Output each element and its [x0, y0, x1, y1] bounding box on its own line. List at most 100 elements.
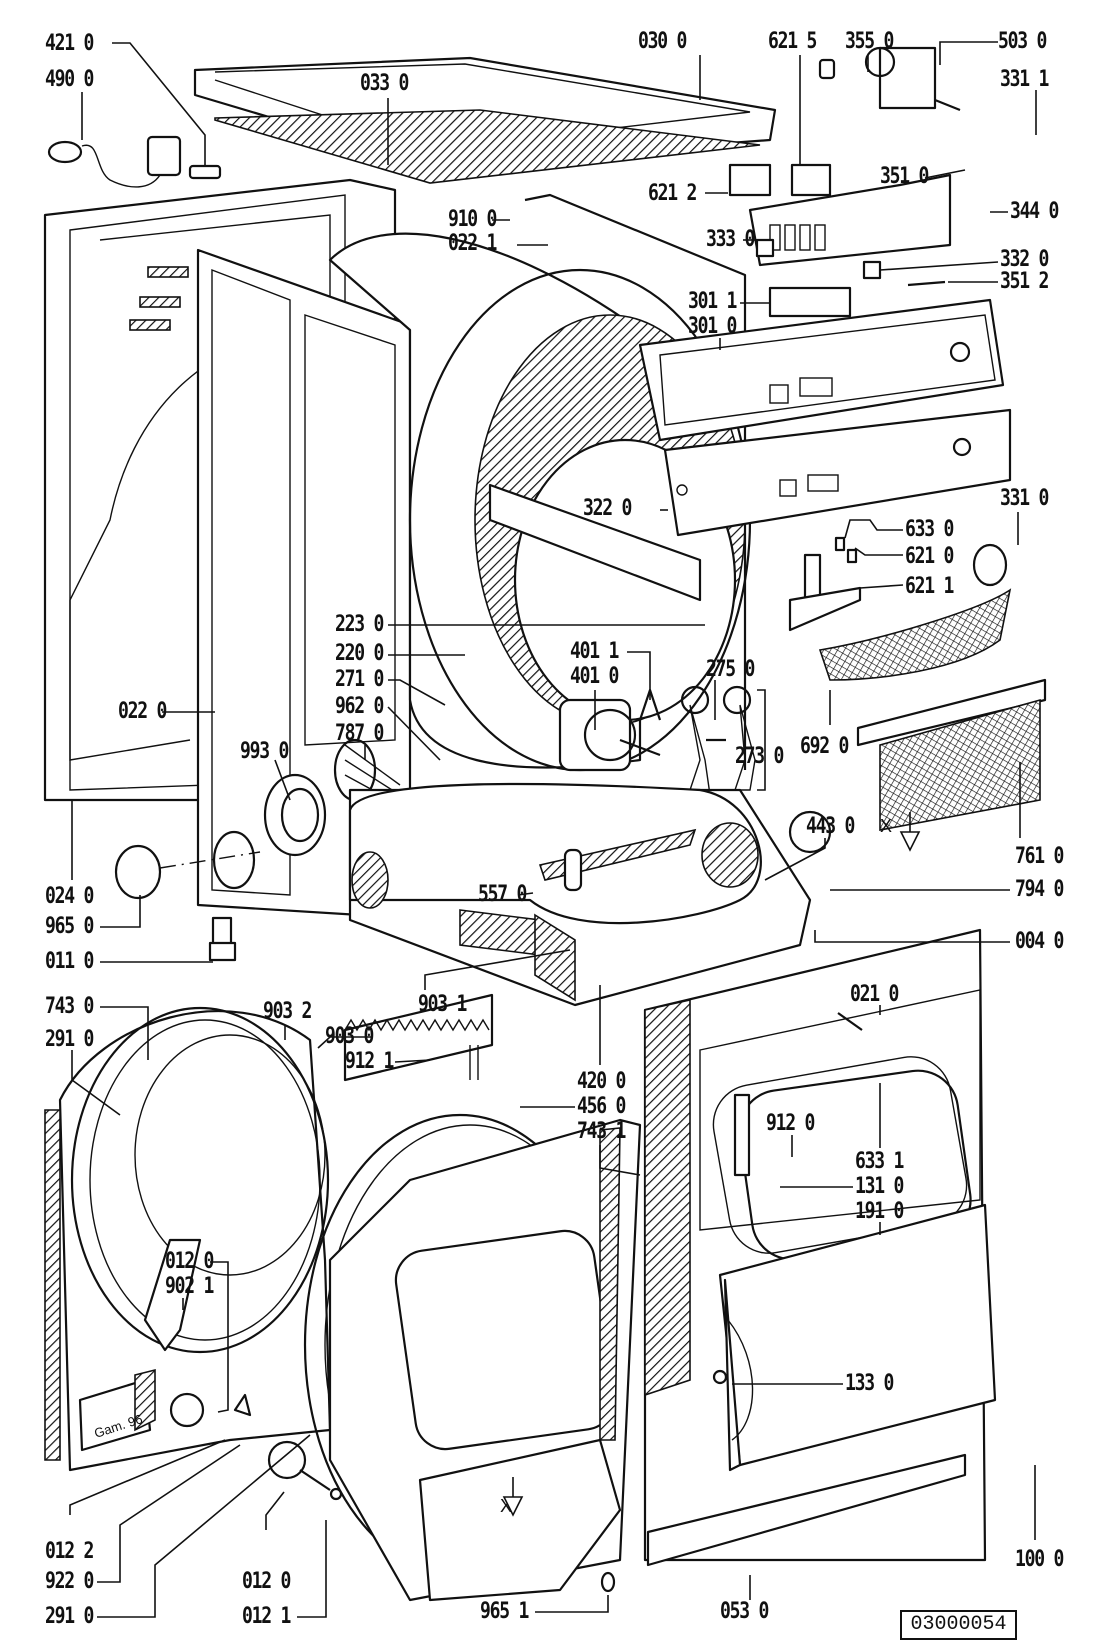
part-label-351-0: 351 0	[880, 164, 929, 189]
leader-line-965-0	[100, 895, 141, 928]
leader-line-012-0-a	[210, 1261, 229, 1413]
control-components	[728, 46, 961, 318]
part-label-291-0-b: 291 0	[45, 1604, 94, 1629]
hose-connector	[114, 773, 327, 962]
part-label-903-1: 903 1	[418, 992, 467, 1017]
part-label-355-0: 355 0	[845, 29, 894, 54]
part-label-100-0: 100 0	[1015, 1547, 1064, 1572]
part-label-902-1: 902 1	[165, 1274, 214, 1299]
leader-line-351-0	[924, 169, 966, 179]
part-label-012-0-a: 012 0	[165, 1249, 214, 1274]
part-label-420-0: 420 0	[577, 1069, 626, 1094]
leader-line-962-0	[387, 706, 441, 761]
part-label-012-1: 012 1	[242, 1604, 291, 1629]
part-label-787-0: 787 0	[335, 721, 384, 746]
part-label-962-0: 962 0	[335, 694, 384, 719]
rear-bearing-plate	[44, 1006, 332, 1472]
part-label-903-0: 903 0	[325, 1024, 374, 1049]
part-label-322-0: 322 0	[583, 496, 632, 521]
part-label-131-0: 131 0	[855, 1174, 904, 1199]
part-label-621-5: 621 5	[768, 29, 817, 54]
part-label-021-0: 021 0	[850, 982, 899, 1007]
part-label-965-1: 965 1	[480, 1599, 529, 1624]
part-label-912-1: 912 1	[345, 1049, 394, 1074]
top-cover	[193, 56, 777, 184]
direction-arrow-bearing-icon	[502, 1477, 524, 1517]
heater	[343, 993, 494, 1082]
part-label-273-0: 273 0	[735, 744, 784, 769]
part-label-012-2: 012 2	[45, 1539, 94, 1564]
part-label-401-1: 401 1	[570, 639, 619, 664]
front-bearing-plate	[267, 1113, 642, 1602]
leader-line-271-0	[388, 679, 446, 706]
drawing-reference-number: 03000054	[900, 1610, 1017, 1640]
part-label-633-1: 633 1	[855, 1149, 904, 1174]
part-label-133-0: 133 0	[845, 1371, 894, 1396]
part-label-301-0: 301 0	[688, 314, 737, 339]
leader-line-332-0	[879, 261, 999, 271]
leader-line-401-1	[627, 651, 651, 700]
part-label-912-0: 912 0	[766, 1111, 815, 1136]
part-label-743-0: 743 0	[45, 994, 94, 1019]
part-label-004-0: 004 0	[1015, 929, 1064, 954]
part-label-421-0: 421 0	[45, 31, 94, 56]
door-switch	[788, 536, 1008, 632]
part-label-633-0: 633 0	[905, 517, 954, 542]
part-label-692-0: 692 0	[800, 734, 849, 759]
leader-line-012-2	[69, 1439, 226, 1515]
leader-line-993-0	[274, 759, 291, 801]
part-label-011-0: 011 0	[45, 949, 94, 974]
leader-line-557-0	[517, 892, 534, 896]
leader-line-012-0-b	[265, 1491, 285, 1530]
leader-line-903-1	[424, 949, 571, 990]
part-label-993-0: 993 0	[240, 739, 289, 764]
part-label-271-0: 271 0	[335, 667, 384, 692]
leader-line-291-0-b	[97, 1434, 311, 1618]
part-label-022-0: 022 0	[118, 699, 167, 724]
part-label-351-2: 351 2	[1000, 269, 1049, 294]
part-label-030-0: 030 0	[638, 29, 687, 54]
part-label-621-2: 621 2	[648, 181, 697, 206]
power-cord	[47, 135, 222, 188]
leader-line-421-0	[112, 42, 206, 165]
leader-line-965-1	[535, 1595, 609, 1613]
part-label-922-0: 922 0	[45, 1569, 94, 1594]
control-panel	[638, 298, 1005, 442]
leader-line-004-0	[814, 930, 1010, 943]
part-label-443-0: 443 0	[806, 814, 855, 839]
part-label-033-0: 033 0	[360, 71, 409, 96]
side-panel	[196, 248, 412, 917]
part-label-332-0: 332 0	[1000, 247, 1049, 272]
part-label-331-0: 331 0	[1000, 486, 1049, 511]
part-label-910-0: 910 0	[448, 207, 497, 232]
part-label-024-0: 024 0	[45, 884, 94, 909]
part-label-331-1: 331 1	[1000, 67, 1049, 92]
leader-line-743-0	[100, 1006, 149, 1060]
leader-line-912-1	[394, 1059, 431, 1063]
leader-line-621-0	[854, 547, 903, 556]
part-label-761-0: 761 0	[1015, 844, 1064, 869]
leader-line-633-0	[844, 519, 903, 539]
part-label-621-1: 621 1	[905, 574, 954, 599]
lint-filter	[818, 588, 1047, 831]
leader-line-291-0	[71, 1050, 121, 1116]
part-label-743-1: 743 1	[577, 1119, 626, 1144]
part-label-344-0: 344 0	[1010, 199, 1059, 224]
part-label-012-0-b: 012 0	[242, 1569, 291, 1594]
part-label-903-2: 903 2	[263, 999, 312, 1024]
part-label-191-0: 191 0	[855, 1199, 904, 1224]
part-label-401-0: 401 0	[570, 664, 619, 689]
part-label-291-0: 291 0	[45, 1027, 94, 1052]
control-fascia	[663, 408, 1012, 537]
part-label-456-0: 456 0	[577, 1094, 626, 1119]
part-label-490-0: 490 0	[45, 67, 94, 92]
part-label-223-0: 223 0	[335, 612, 384, 637]
panel-inscription: Gam. 96	[92, 1411, 144, 1441]
base-housing	[348, 782, 832, 1007]
part-label-794-0: 794 0	[1015, 877, 1064, 902]
leader-line-012-1	[297, 1520, 327, 1618]
part-label-053-0: 053 0	[720, 1599, 769, 1624]
direction-arrow-filter-icon	[899, 812, 921, 852]
part-label-557-0: 557 0	[478, 882, 527, 907]
